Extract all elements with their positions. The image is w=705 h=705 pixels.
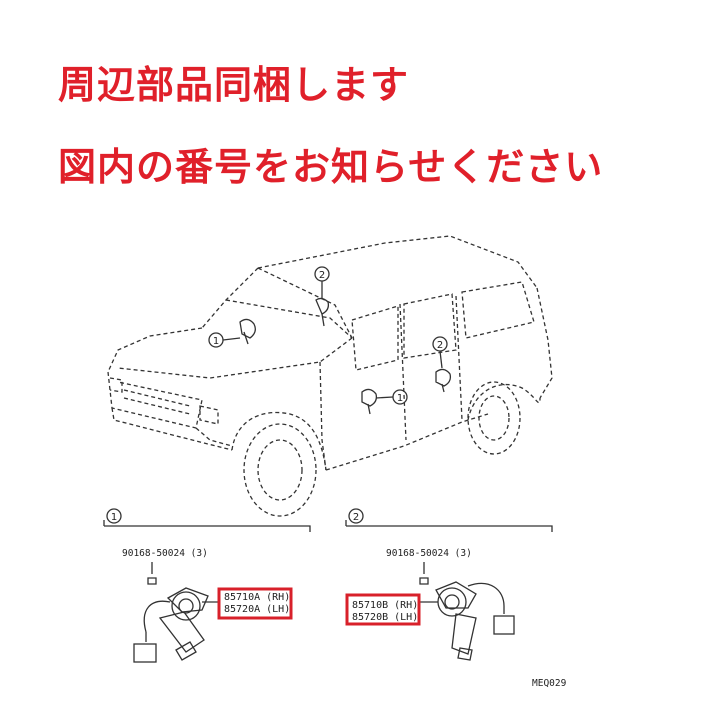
vehicle-motor-front-left	[239, 318, 256, 345]
callout-1-front: 1	[208, 332, 241, 348]
svg-text:1: 1	[397, 393, 403, 404]
group-2-number: 2	[353, 512, 359, 523]
group-1-highlight-box	[217, 587, 293, 620]
headline-line-2: 図内の番号をお知らせください	[58, 145, 604, 189]
vehicle-motor-front-vent	[315, 297, 330, 327]
group-1-part-rh: 85710A (RH)	[224, 592, 290, 603]
group-2-highlight-box	[345, 593, 421, 626]
callout-1-door: 1	[375, 389, 408, 405]
callout-2-roof: 2	[314, 266, 330, 298]
headline-line-1: 周辺部品同梱します	[58, 63, 410, 107]
group-2-part-lh: 85720B (LH)	[352, 612, 418, 623]
diagram-code: MEQ029	[532, 678, 567, 689]
group-1-part-lh: 85720A (LH)	[224, 604, 290, 615]
parts-group-2: 2 90168-50024 (3) 85710B (RH) 85720B (LH…	[345, 508, 553, 661]
vehicle-motor-rear-door	[435, 368, 452, 393]
vehicle-outline	[107, 235, 553, 517]
svg-text:1: 1	[213, 336, 219, 347]
group-2-part-rh: 85710B (RH)	[352, 600, 418, 611]
group-1-number: 1	[111, 512, 117, 523]
group-2-bolt-label: 90168-50024 (3)	[386, 548, 472, 559]
callout-2-rear: 2	[432, 336, 448, 369]
parts-group-1: 1 90168-50024 (3) 85710A (RH) 85720A (LH…	[103, 508, 311, 663]
svg-text:2: 2	[437, 340, 443, 351]
vehicle-motor-front-door	[361, 388, 378, 415]
group-1-bolt-label: 90168-50024 (3)	[122, 548, 208, 559]
svg-text:2: 2	[319, 270, 325, 281]
